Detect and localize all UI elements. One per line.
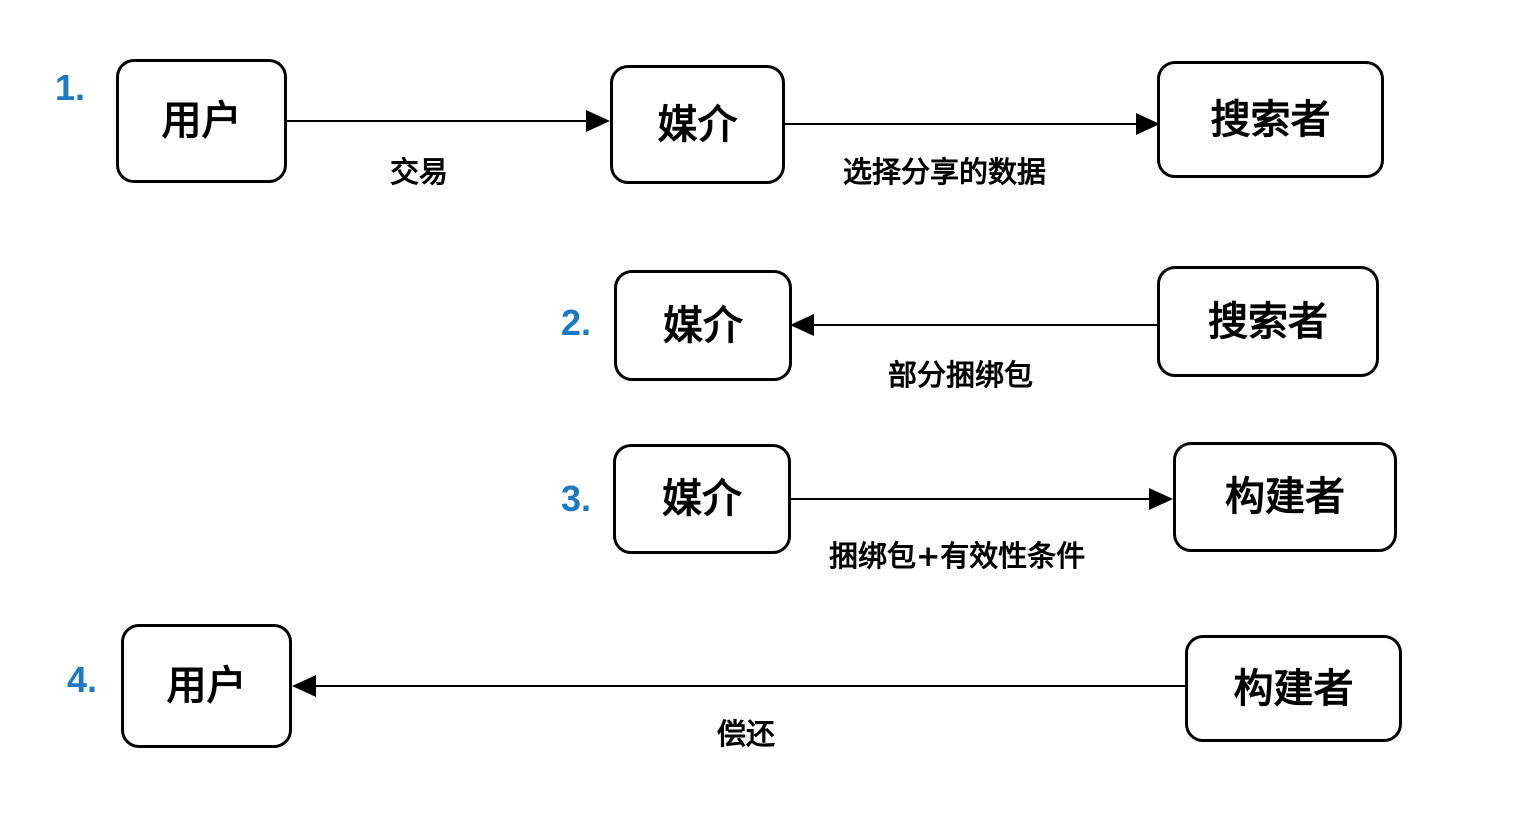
node-builder-4: 构建者 [1185,635,1402,742]
arrowhead-user-to-relay [586,110,610,132]
step-number-3: 3. [561,478,592,519]
step-number-4: 4. [67,659,98,700]
edge-label-repayment: 偿还 [717,717,776,751]
node-builder: 构建者 [1173,442,1397,552]
arrowhead-searcher-to-relay [790,314,814,336]
step-number-1: 1. [55,67,86,108]
node-searcher: 搜索者 [1157,61,1384,178]
arrowhead-builder-to-user [292,675,316,697]
node-user-4: 用户 [121,624,292,748]
node-searcher-2: 搜索者 [1157,266,1379,377]
node-relay: 媒介 [610,65,785,184]
step-number-2: 2. [561,302,592,343]
edge-label-partial-bundle: 部分捆绑包 [888,358,1034,392]
edge-label-bundle-validity: 捆绑包+有效性条件 [829,539,1086,573]
node-relay-2: 媒介 [614,270,792,381]
arrowhead-relay-to-searcher [1136,113,1160,135]
arrowhead-relay-to-builder [1149,488,1173,510]
node-relay-3: 媒介 [613,444,791,554]
edge-label-select-shared-data: 选择分享的数据 [843,155,1047,189]
edge-label-transaction: 交易 [390,155,449,189]
node-user: 用户 [116,59,287,183]
